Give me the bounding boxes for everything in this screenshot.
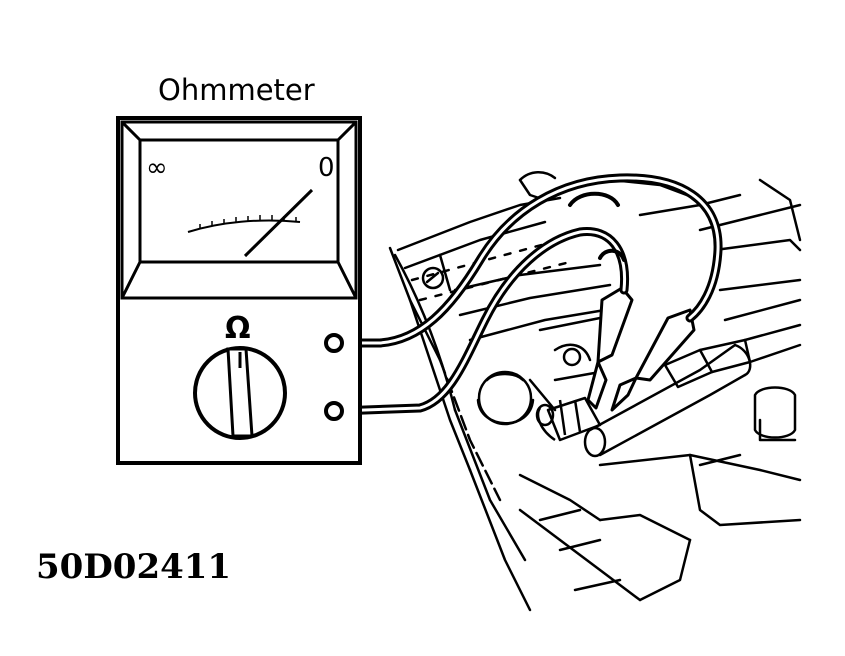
test-probes [586,286,696,412]
ohmmeter-title: Ohmmeter [158,73,315,107]
meter-scale-arc [187,219,301,233]
scale-zero-label: 0 [318,153,335,183]
ohmmeter: ∞ 0 Ω [116,116,362,465]
figure-code: 50D02411 [36,547,231,587]
positive-terminal [324,333,344,353]
meter-needle [243,188,314,258]
test-leads [333,173,723,416]
range-selector-knob [193,346,287,440]
negative-terminal [324,401,344,421]
scale-infinity-label: ∞ [146,153,168,183]
ohm-symbol: Ω [225,311,251,346]
sensor-connector [535,396,602,442]
meter-window [138,138,340,264]
